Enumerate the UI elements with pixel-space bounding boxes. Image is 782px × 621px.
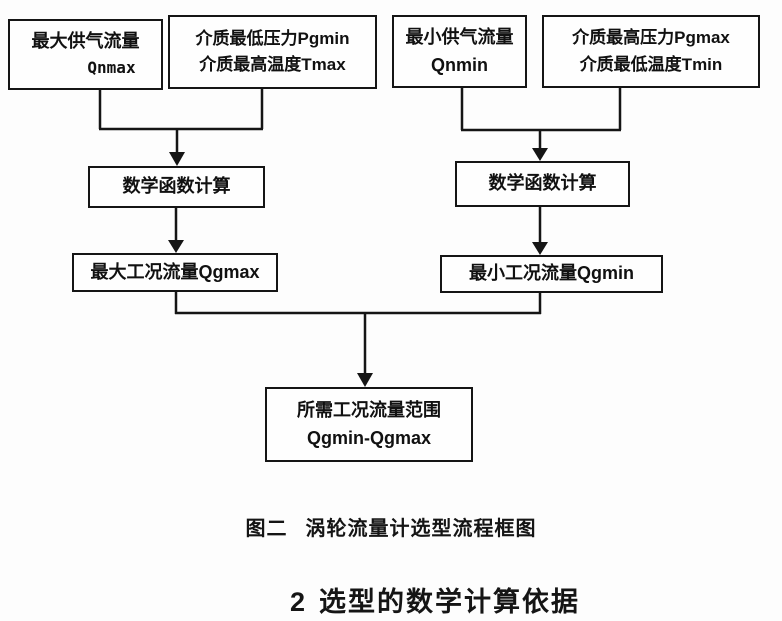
box-max-operating-flow: 最大工况流量Qgmax: [72, 253, 278, 292]
box-min-pressure-max-temp: 介质最低压力Pgmin 介质最高温度Tmax: [168, 15, 377, 89]
figure-caption-title: 涡轮流量计选型流程框图: [305, 518, 537, 540]
box-symbol: Qnmin: [431, 54, 488, 75]
box-symbol: Qnmax: [87, 58, 136, 78]
box-math-function-calc-left: 数学函数计算: [88, 166, 265, 208]
box-math-function-calc-right: 数学函数计算: [455, 161, 630, 207]
box-required-flow-range: 所需工况流量范围 Qgmin-Qgmax: [265, 387, 473, 462]
box-max-supply-flow: 最大供气流量 Qnmax: [8, 19, 163, 90]
figure-caption-label: 图二: [245, 518, 288, 540]
flowchart-diagram: 最大供气流量 Qnmax 介质最低压力Pgmin 介质最高温度Tmax 最小供气…: [8, 15, 760, 462]
box-label: 数学函数计算: [122, 176, 231, 197]
box-min-supply-flow: 最小供气流量 Qnmin: [392, 15, 527, 88]
arrowhead-math-left: [169, 152, 185, 166]
box-label: 最小工况流量Qgmin: [469, 263, 634, 284]
box-label: 最大供气流量: [31, 31, 140, 52]
section-number: 2: [289, 587, 306, 617]
flow-connector-lines: [98, 88, 622, 387]
box-label: 介质最低压力Pgmin: [195, 28, 350, 48]
arrowhead-result: [357, 373, 373, 387]
box-label: 最大工况流量Qgmax: [90, 261, 260, 282]
section-title: 选型的数学计算依据: [319, 587, 581, 617]
box-symbol: Qgmin-Qgmax: [306, 427, 431, 448]
box-label: 数学函数计算: [488, 173, 597, 194]
box-label: 最小供气流量: [405, 26, 514, 47]
box-label: 介质最高压力Pgmax: [572, 28, 730, 48]
arrowhead-qgmin: [532, 242, 548, 255]
box-min-operating-flow: 最小工况流量Qgmin: [440, 255, 663, 293]
box-label: 介质最高温度Tmax: [199, 55, 346, 74]
arrowhead-math-right: [532, 148, 548, 161]
section-heading: 2 选型的数学计算依据: [44, 580, 782, 619]
box-max-pressure-min-temp: 介质最高压力Pgmax 介质最低温度Tmin: [542, 15, 760, 88]
box-label: 所需工况流量范围: [297, 399, 441, 420]
figure-caption: 图二涡轮流量计选型流程框图: [0, 512, 782, 541]
box-label: 介质最低温度Tmin: [579, 54, 723, 74]
arrowhead-qgmax: [168, 240, 184, 253]
